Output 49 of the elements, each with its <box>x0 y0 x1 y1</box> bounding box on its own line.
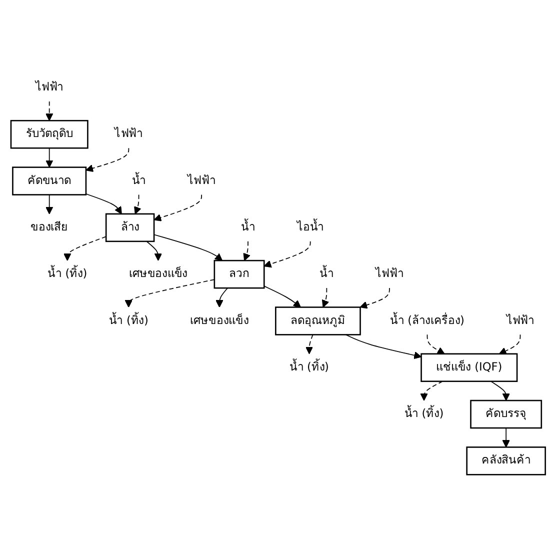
arrow <box>86 147 130 172</box>
arrow <box>154 234 223 261</box>
node-text: น้ำ (ทิ้ง) <box>108 314 148 327</box>
node-box: คัดขนาด <box>12 166 87 196</box>
node-text: น้ำ <box>320 267 334 280</box>
node-text: น้ำ (ล้างเครื่อง) <box>390 314 464 327</box>
node-text: ไอน้ำ <box>296 220 324 234</box>
arrow <box>46 147 54 168</box>
node-text: ไฟฟ้า <box>376 267 404 280</box>
node-text: ไฟฟ้า <box>506 314 534 327</box>
node-text: เศษของแข็ง <box>128 267 188 280</box>
arrow <box>502 427 510 448</box>
arrow <box>426 334 445 354</box>
arrow <box>498 334 521 354</box>
node-text: น้ำ (ทิ้ง) <box>48 267 88 280</box>
node-text: น้ำ (ทิ้ง) <box>404 407 444 420</box>
arrow <box>305 334 314 354</box>
arrow <box>360 287 390 308</box>
arrow <box>86 193 122 214</box>
node-box: แช่แข็ง (IQF) <box>420 352 518 382</box>
arrow <box>264 240 311 268</box>
node-text: เศษของแข็ง <box>190 314 249 327</box>
node-box: ล้าง <box>105 212 155 242</box>
arrow <box>420 380 443 401</box>
arrow <box>345 334 422 359</box>
arrow <box>216 287 228 308</box>
node-text: น้ำ <box>132 174 146 188</box>
node-text: ไฟฟ้า <box>188 174 216 188</box>
node-text: ของเสีย <box>30 220 68 234</box>
node-box: ลดอุณหภูมิ <box>275 306 361 336</box>
node-box: คัดบรรจุ <box>470 400 542 428</box>
arrow <box>322 287 330 308</box>
arrow <box>64 236 107 261</box>
arrow <box>46 194 54 214</box>
arrow <box>243 240 250 261</box>
arrow <box>154 194 202 222</box>
arrow <box>124 278 215 308</box>
node-text: น้ำ <box>241 220 255 234</box>
arrow <box>46 100 54 121</box>
arrow <box>490 380 510 401</box>
node-text: ไฟฟ้า <box>35 80 64 94</box>
node-text: น้ำ (ทิ้ง) <box>290 360 329 374</box>
node-box: รับวัตถุดิบ <box>10 120 88 148</box>
arrow <box>264 285 301 308</box>
node-text: ไฟฟ้า <box>114 127 143 140</box>
node-box: คลังสินค้า <box>466 446 546 475</box>
node-box: ลวก <box>214 260 265 288</box>
arrow <box>146 240 162 261</box>
arrow <box>134 194 142 214</box>
